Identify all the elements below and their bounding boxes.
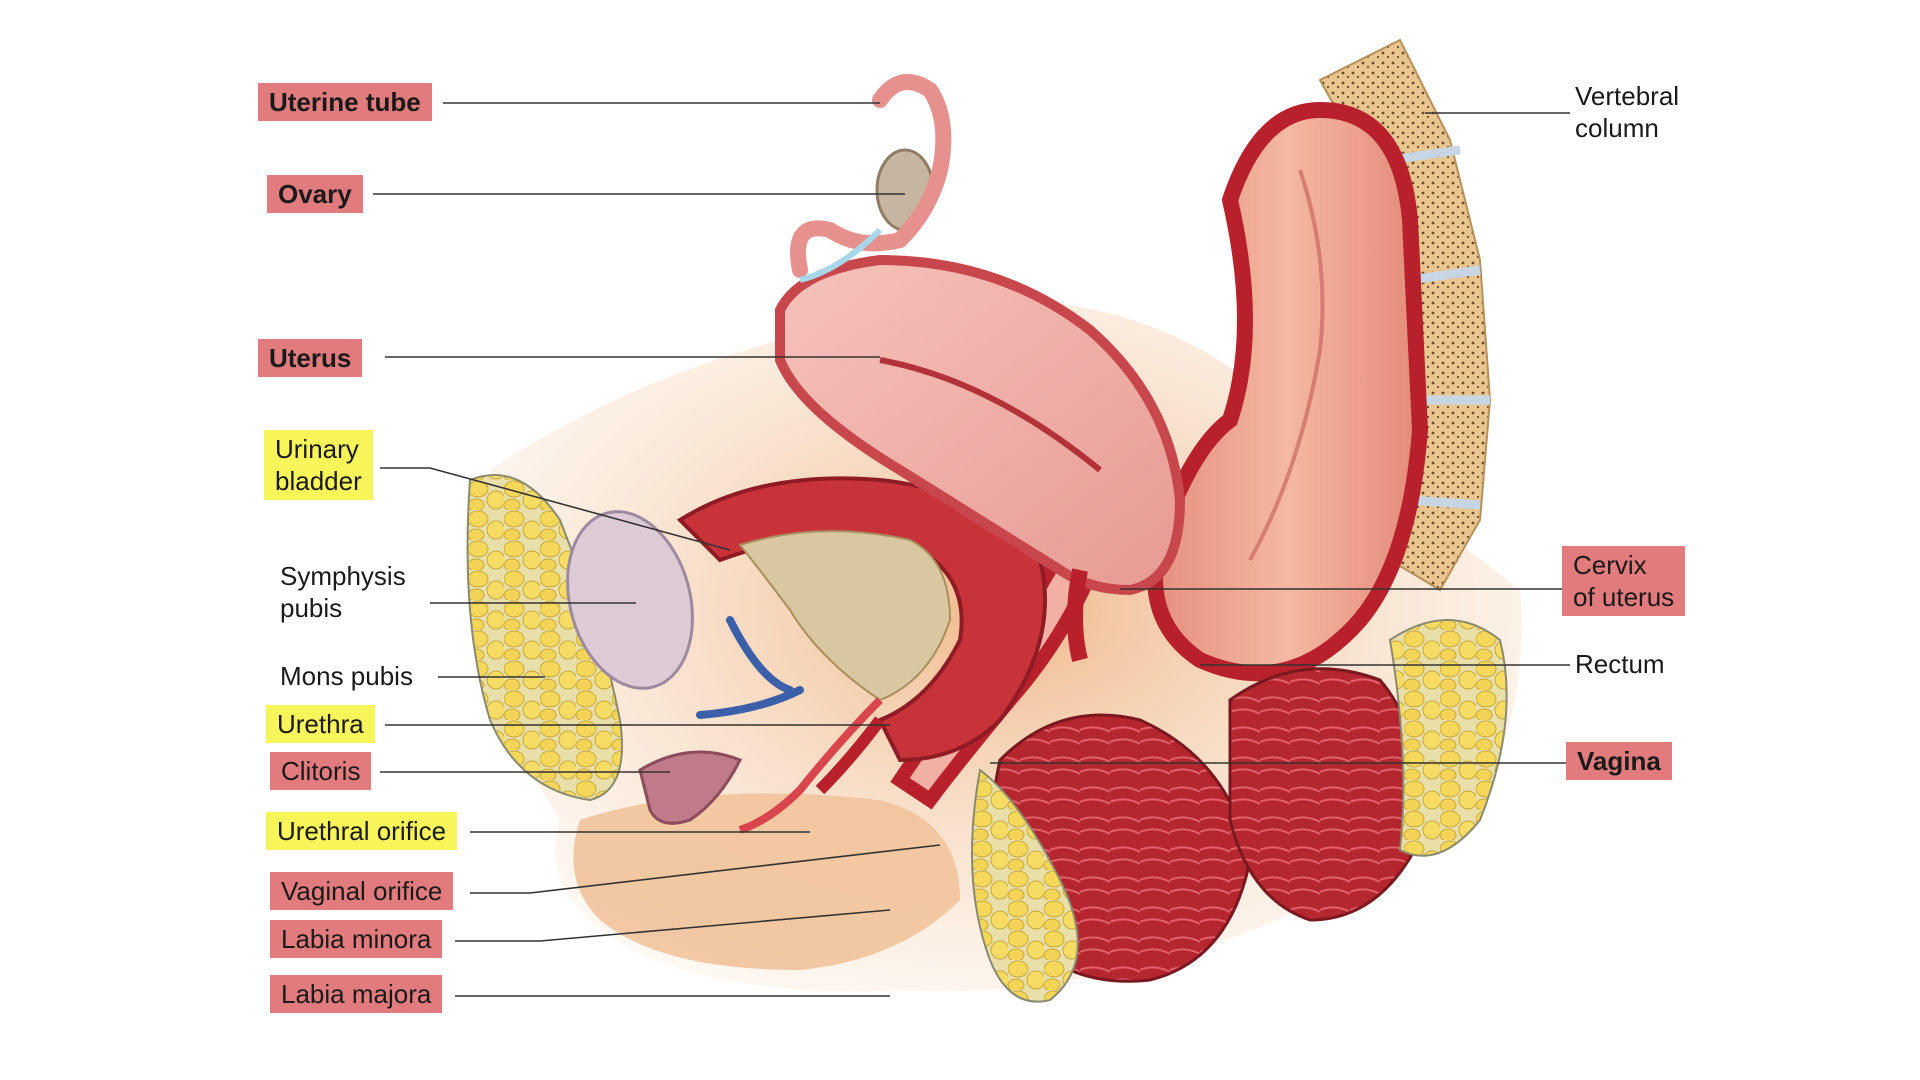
label-labia-majora: Labia majora xyxy=(270,975,443,1013)
label-symphysis-pubis: Symphysis pubis xyxy=(280,560,406,624)
vessel-graphic xyxy=(696,616,804,719)
label-symphysis-pubis-line1: Symphysis xyxy=(280,561,406,591)
urinary-bladder-graphic xyxy=(676,476,1047,795)
label-uterus: Uterus xyxy=(258,339,363,377)
label-mons-pubis: Mons pubis xyxy=(280,661,413,691)
label-clitoris: Clitoris xyxy=(270,752,372,790)
ovarian-ligament xyxy=(799,227,883,283)
label-ovary: Ovary xyxy=(267,175,363,213)
label-vertebral-column-line2: column xyxy=(1575,113,1659,143)
label-cervix-of-uterus: Cervix of uterus xyxy=(1562,546,1686,616)
label-cervix-of-uterus-line2: of uterus xyxy=(1573,582,1675,612)
label-vaginal-orifice: Vaginal orifice xyxy=(270,872,454,910)
label-uterine-tube: Uterine tube xyxy=(258,83,432,121)
label-vertebral-column-line1: Vertebral xyxy=(1575,81,1680,111)
uterus-graphic xyxy=(775,254,1186,662)
label-urinary-bladder: Urinary bladder xyxy=(264,430,373,500)
anal-canal-muscles xyxy=(1228,667,1424,922)
label-symphysis-pubis-line2: pubis xyxy=(280,593,343,623)
label-urethra: Urethra xyxy=(266,705,375,743)
label-rectum: Rectum xyxy=(1575,649,1665,679)
labia-skin-fold xyxy=(573,793,960,970)
urethra-graphic xyxy=(738,697,883,834)
label-vertebral-column: Vertebral column xyxy=(1575,80,1679,144)
symphysis-pubis-graphic xyxy=(566,510,694,690)
posterior-fat-pad xyxy=(1388,619,1508,857)
label-urinary-bladder-line2: bladder xyxy=(275,466,362,496)
label-labia-minora: Labia minora xyxy=(270,920,443,958)
uterine-tube-graphic xyxy=(790,74,952,278)
label-urinary-bladder-line1: Urinary xyxy=(275,434,359,464)
label-urethral-orifice: Urethral orifice xyxy=(266,812,458,850)
leader-lines xyxy=(373,102,1570,997)
clitoris-graphic xyxy=(638,750,743,825)
perineal-fat-pad xyxy=(971,768,1079,1003)
label-cervix-of-uterus-line1: Cervix xyxy=(1573,550,1647,580)
mons-fat-pad xyxy=(466,474,623,802)
rectum-graphic xyxy=(1147,101,1429,682)
label-vagina: Vagina xyxy=(1566,742,1672,780)
